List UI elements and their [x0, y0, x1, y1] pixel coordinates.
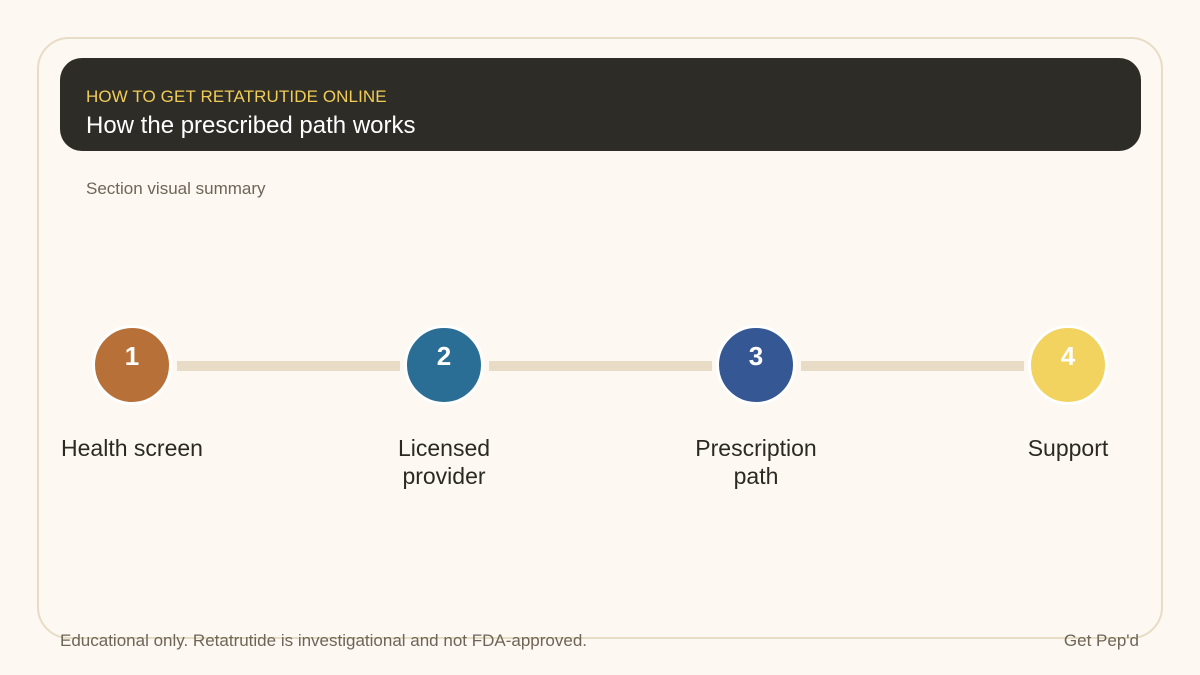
step-number-4: 4: [1060, 340, 1076, 371]
step-circle-4: 4: [1028, 325, 1108, 405]
step-label-4: Support: [1027, 435, 1109, 461]
section-title: How the prescribed path works: [86, 112, 416, 139]
footer-brand: Get Pep'd: [1063, 631, 1139, 650]
section-header: HOW TO GET RETATRUTIDE ONLINE How the pr…: [60, 58, 1141, 151]
section-subtitle: Section visual summary: [86, 179, 266, 198]
step-circle-1: 1: [92, 325, 172, 405]
step-circle-2: 2: [404, 325, 484, 405]
connector-1-2: [177, 361, 400, 371]
step-circle-3: 3: [716, 325, 796, 405]
step-label-3: Prescription path: [695, 435, 817, 489]
connector-2-3: [489, 361, 712, 371]
step-number-1: 1: [124, 340, 140, 371]
footer-disclaimer: Educational only. Retatrutide is investi…: [60, 631, 587, 650]
step-label-2: Licensed provider: [397, 435, 491, 489]
step-number-2: 2: [436, 340, 452, 371]
step-label-1: Health screen: [61, 435, 203, 461]
section-eyebrow: HOW TO GET RETATRUTIDE ONLINE: [86, 87, 387, 106]
connector-3-4: [801, 361, 1024, 371]
step-number-3: 3: [748, 340, 764, 371]
